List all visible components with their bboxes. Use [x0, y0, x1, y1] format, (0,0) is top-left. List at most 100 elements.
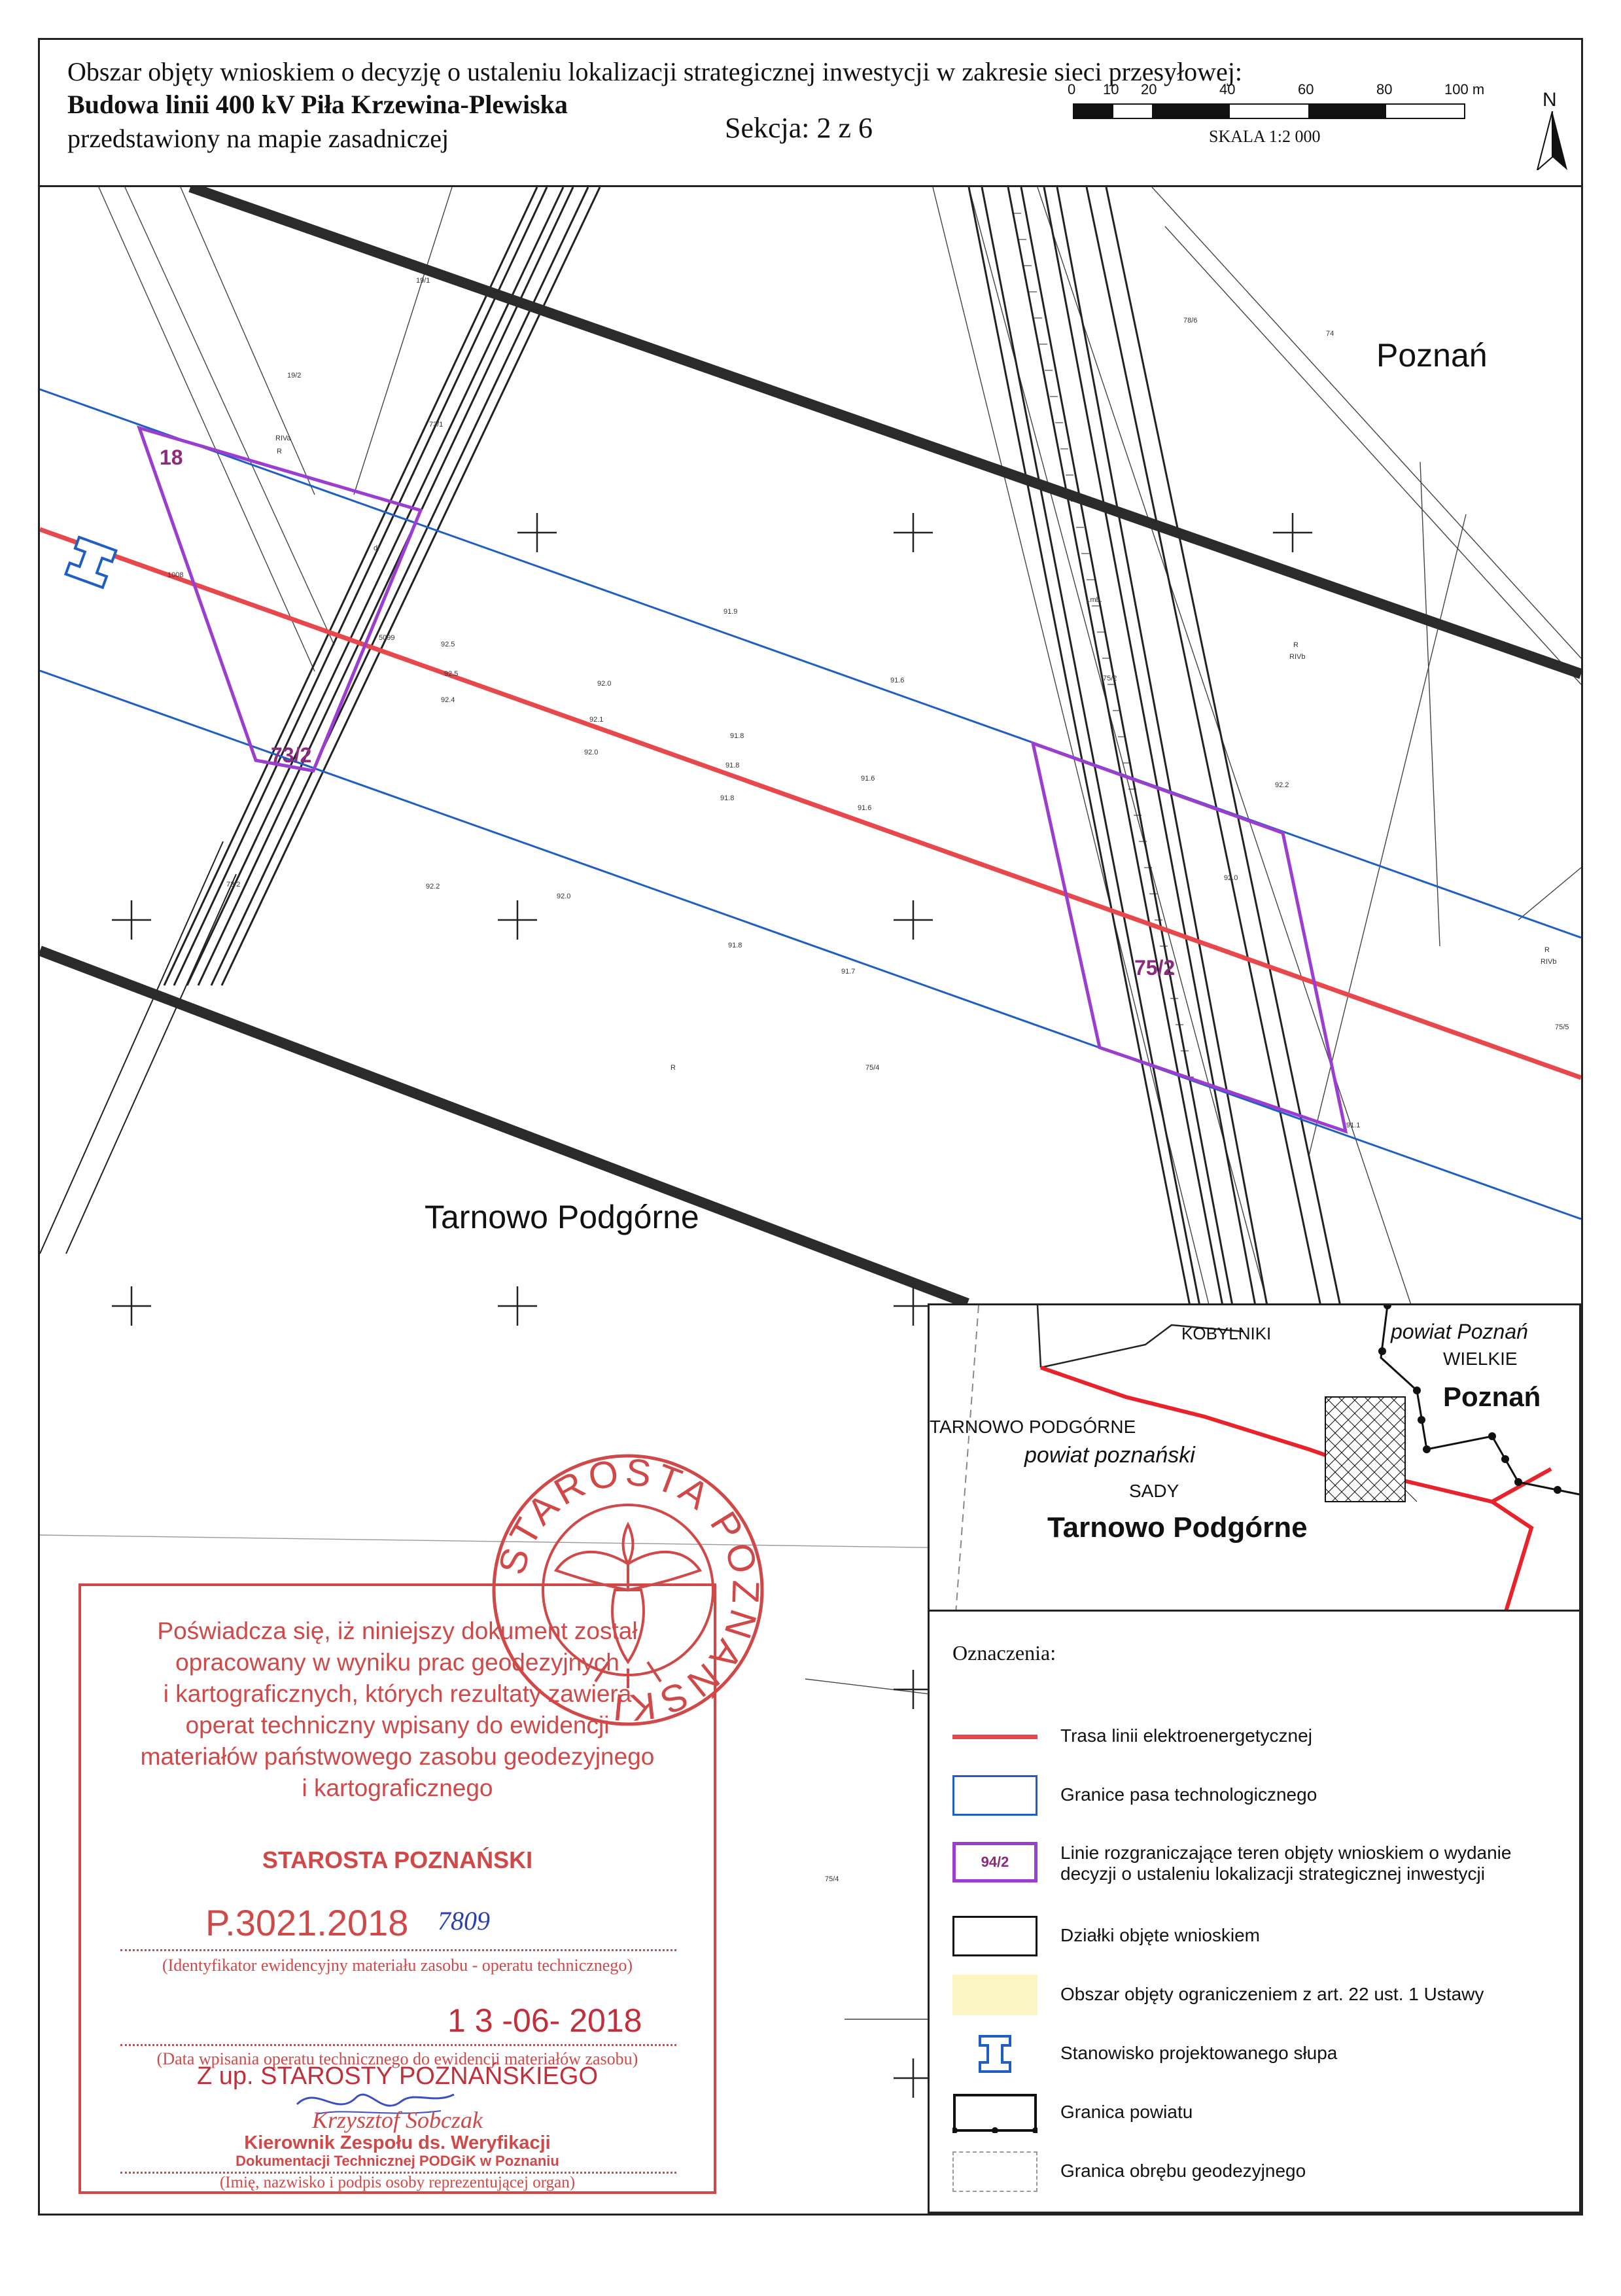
map-label: 92.0 [597, 680, 612, 688]
map-label: 78/6 [1183, 317, 1198, 325]
map-label: R [277, 448, 282, 455]
legend-item-band: Granice pasa technologicznego [949, 1769, 1571, 1821]
map-label: 91.7 [841, 968, 856, 976]
scale-tick: 20 [1141, 81, 1157, 97]
legend-text: Granice pasa technologicznego [1060, 1784, 1317, 1805]
inset-label-poznan: Poznań [1443, 1381, 1541, 1412]
page-frame [38, 38, 1583, 2216]
legend-text: Trasa linii elektroenergetycznej [1060, 1725, 1312, 1746]
inset-map: KOBYLNIKI powiat Poznań WIELKIE Poznań T… [928, 1303, 1581, 1612]
map-label: dr [374, 544, 380, 552]
legend-text: Granica powiatu [1060, 2102, 1193, 2122]
scale-tick: 40 [1219, 81, 1236, 97]
scale-bar [1073, 103, 1465, 119]
map-label: j.mb. [1087, 596, 1102, 604]
legend-symbol-parcels [952, 1916, 1037, 1956]
railway-left [40, 187, 601, 1254]
stamp-caption: (Data wpisania operatu technicznego do e… [156, 2049, 638, 2068]
rail-ties-right [1013, 213, 1194, 1078]
map-label: RIVa [275, 434, 291, 442]
stamp-caption: (Identyfikator ewidencyjny materiału zas… [162, 1956, 633, 1975]
stamp-role: Kierownik Zespołu ds. Weryfikacji [244, 2132, 551, 2153]
stamp-hand-number: 7809 [438, 1906, 490, 1935]
stamp-line: Poświadcza się, iż niniejszy dokument zo… [157, 1617, 638, 1644]
stamp-line: operat techniczny wpisany do ewidencji [185, 1712, 610, 1739]
certification-stamp: Poświadcza się, iż niniejszy dokument zo… [78, 1583, 716, 2194]
map-header: Obszar objęty wnioskiem o decyzję o usta… [38, 38, 1583, 187]
map-label: 91.1 [1346, 1122, 1361, 1129]
map-label: R [671, 1064, 676, 1072]
map-label: 92.2 [1275, 781, 1289, 789]
map-label: 1008 [167, 571, 184, 579]
map-label: RIVb [1289, 653, 1306, 661]
map-label: 75/2 [1103, 675, 1117, 682]
inset-label-tarnowo-caps: TARNOWO PODGÓRNE [930, 1417, 1136, 1437]
legend-symbol-restriction [952, 1975, 1037, 2015]
legend-symbol-county [952, 2094, 1037, 2133]
stamp-caption: (Imię, nazwisko i podpis osoby reprezent… [219, 2174, 576, 2191]
north-letter: N [1543, 89, 1557, 111]
legend-item-pylon: Stanowisko projektowanego słupa [949, 2027, 1571, 2079]
scale-tick: 100 m [1444, 81, 1485, 97]
railway-right [967, 187, 1343, 1313]
inset-label-powiat-poznan: powiat Poznań [1391, 1320, 1528, 1343]
legend-item-restriction: Obszar objęty ograniczeniem z art. 22 us… [949, 1968, 1571, 2021]
legend-symbol-boundary: 94/2 [952, 1842, 1037, 1882]
legend-symbol-precinct [952, 2151, 1037, 2192]
scale-tick: 80 [1376, 81, 1393, 97]
parcel-label-75-2: 75/2 [1134, 956, 1176, 980]
boundary-polygon-left [137, 425, 423, 773]
map-label: 5099 [379, 634, 395, 642]
legend-symbol-route [952, 1716, 1037, 1757]
map-label: 75/5 [1555, 1023, 1569, 1031]
legend-item-boundary: 94/2 Linie rozgraniczające teren objęty … [949, 1828, 1571, 1899]
stamp-zup: Z up. STAROSTY POZNAŃSKIEGO [196, 2062, 599, 2090]
map-label: 92.5 [444, 670, 459, 678]
legend-item-precinct: Granica obrębu geodezyjnego [949, 2145, 1571, 2197]
legend-text: Linie rozgraniczające teren objęty wnios… [1060, 1843, 1512, 1884]
legend-item-parcels: Działki objęte wnioskiem [949, 1909, 1571, 1962]
stamp-line: i kartograficznego [302, 1775, 493, 1801]
legend-text: Stanowisko projektowanego słupa [1060, 2043, 1338, 2063]
seal-stamp-icon: STAROSTA POZNAŃSKI [491, 1451, 764, 1729]
legend: Oznaczenia: Trasa linii elektroenergetyc… [928, 1612, 1581, 2214]
section-label: Sekcja: 2 z 6 [725, 112, 873, 144]
grid-crosses [112, 513, 1312, 2098]
technology-band [40, 388, 1581, 1220]
thick-road-lines [40, 187, 1581, 1309]
inset-label-sady: SADY [1129, 1481, 1179, 1501]
stamp-date: 1 3 -06- 2018 [447, 2002, 642, 2039]
north-arrow-icon [1536, 111, 1567, 170]
inset-label-tarnowo: Tarnowo Podgórne [1047, 1511, 1308, 1544]
legend-item-route: Trasa linii elektroenergetycznej [949, 1710, 1571, 1762]
scale-tick: 0 [1068, 81, 1076, 97]
scale-label: SKALA 1:2 000 [1209, 127, 1321, 146]
power-line-route [40, 527, 1581, 1080]
map-label: 91.8 [720, 794, 735, 802]
map-label: 92.0 [584, 749, 599, 756]
pylon-symbol [63, 535, 118, 590]
legend-text: Działki objęte wnioskiem [1060, 1925, 1261, 1945]
legend-title: Oznaczenia: [952, 1641, 1056, 1665]
legend-symbol-band [952, 1775, 1037, 1816]
stamp-line: i kartograficznych, których rezultaty za… [163, 1680, 632, 1707]
signature-icon [296, 2093, 455, 2115]
map-label: 91.6 [858, 804, 872, 812]
legend-text: Granica obrębu geodezyjnego [1060, 2161, 1306, 2181]
map-label: R [1293, 641, 1299, 649]
stamp-line: materiałów państwowego zasobu geodezyjne… [140, 1743, 655, 1770]
stamp-line: opracowany w wyniku prac geodezyjnych [175, 1649, 619, 1676]
boundary-polygon-right [1030, 741, 1348, 1134]
map-label: RIVb [1541, 958, 1557, 966]
map-label: 91.9 [723, 608, 738, 616]
parcel-label-73-2: 73/2 [271, 743, 312, 767]
map-label: 75/4 [825, 1875, 839, 1883]
legend-text: Obszar objęty ograniczeniem z art. 22 us… [1060, 1984, 1484, 2004]
map-label: 73/2 [226, 881, 241, 889]
scale-tick: 10 [1103, 81, 1119, 97]
map-label: 91.6 [861, 775, 875, 783]
inset-label-kobylniki: KOBYLNIKI [1181, 1324, 1272, 1343]
map-label: 91.8 [730, 732, 744, 740]
map-label: 91.6 [890, 677, 905, 684]
map-label: 92.0 [557, 892, 571, 900]
